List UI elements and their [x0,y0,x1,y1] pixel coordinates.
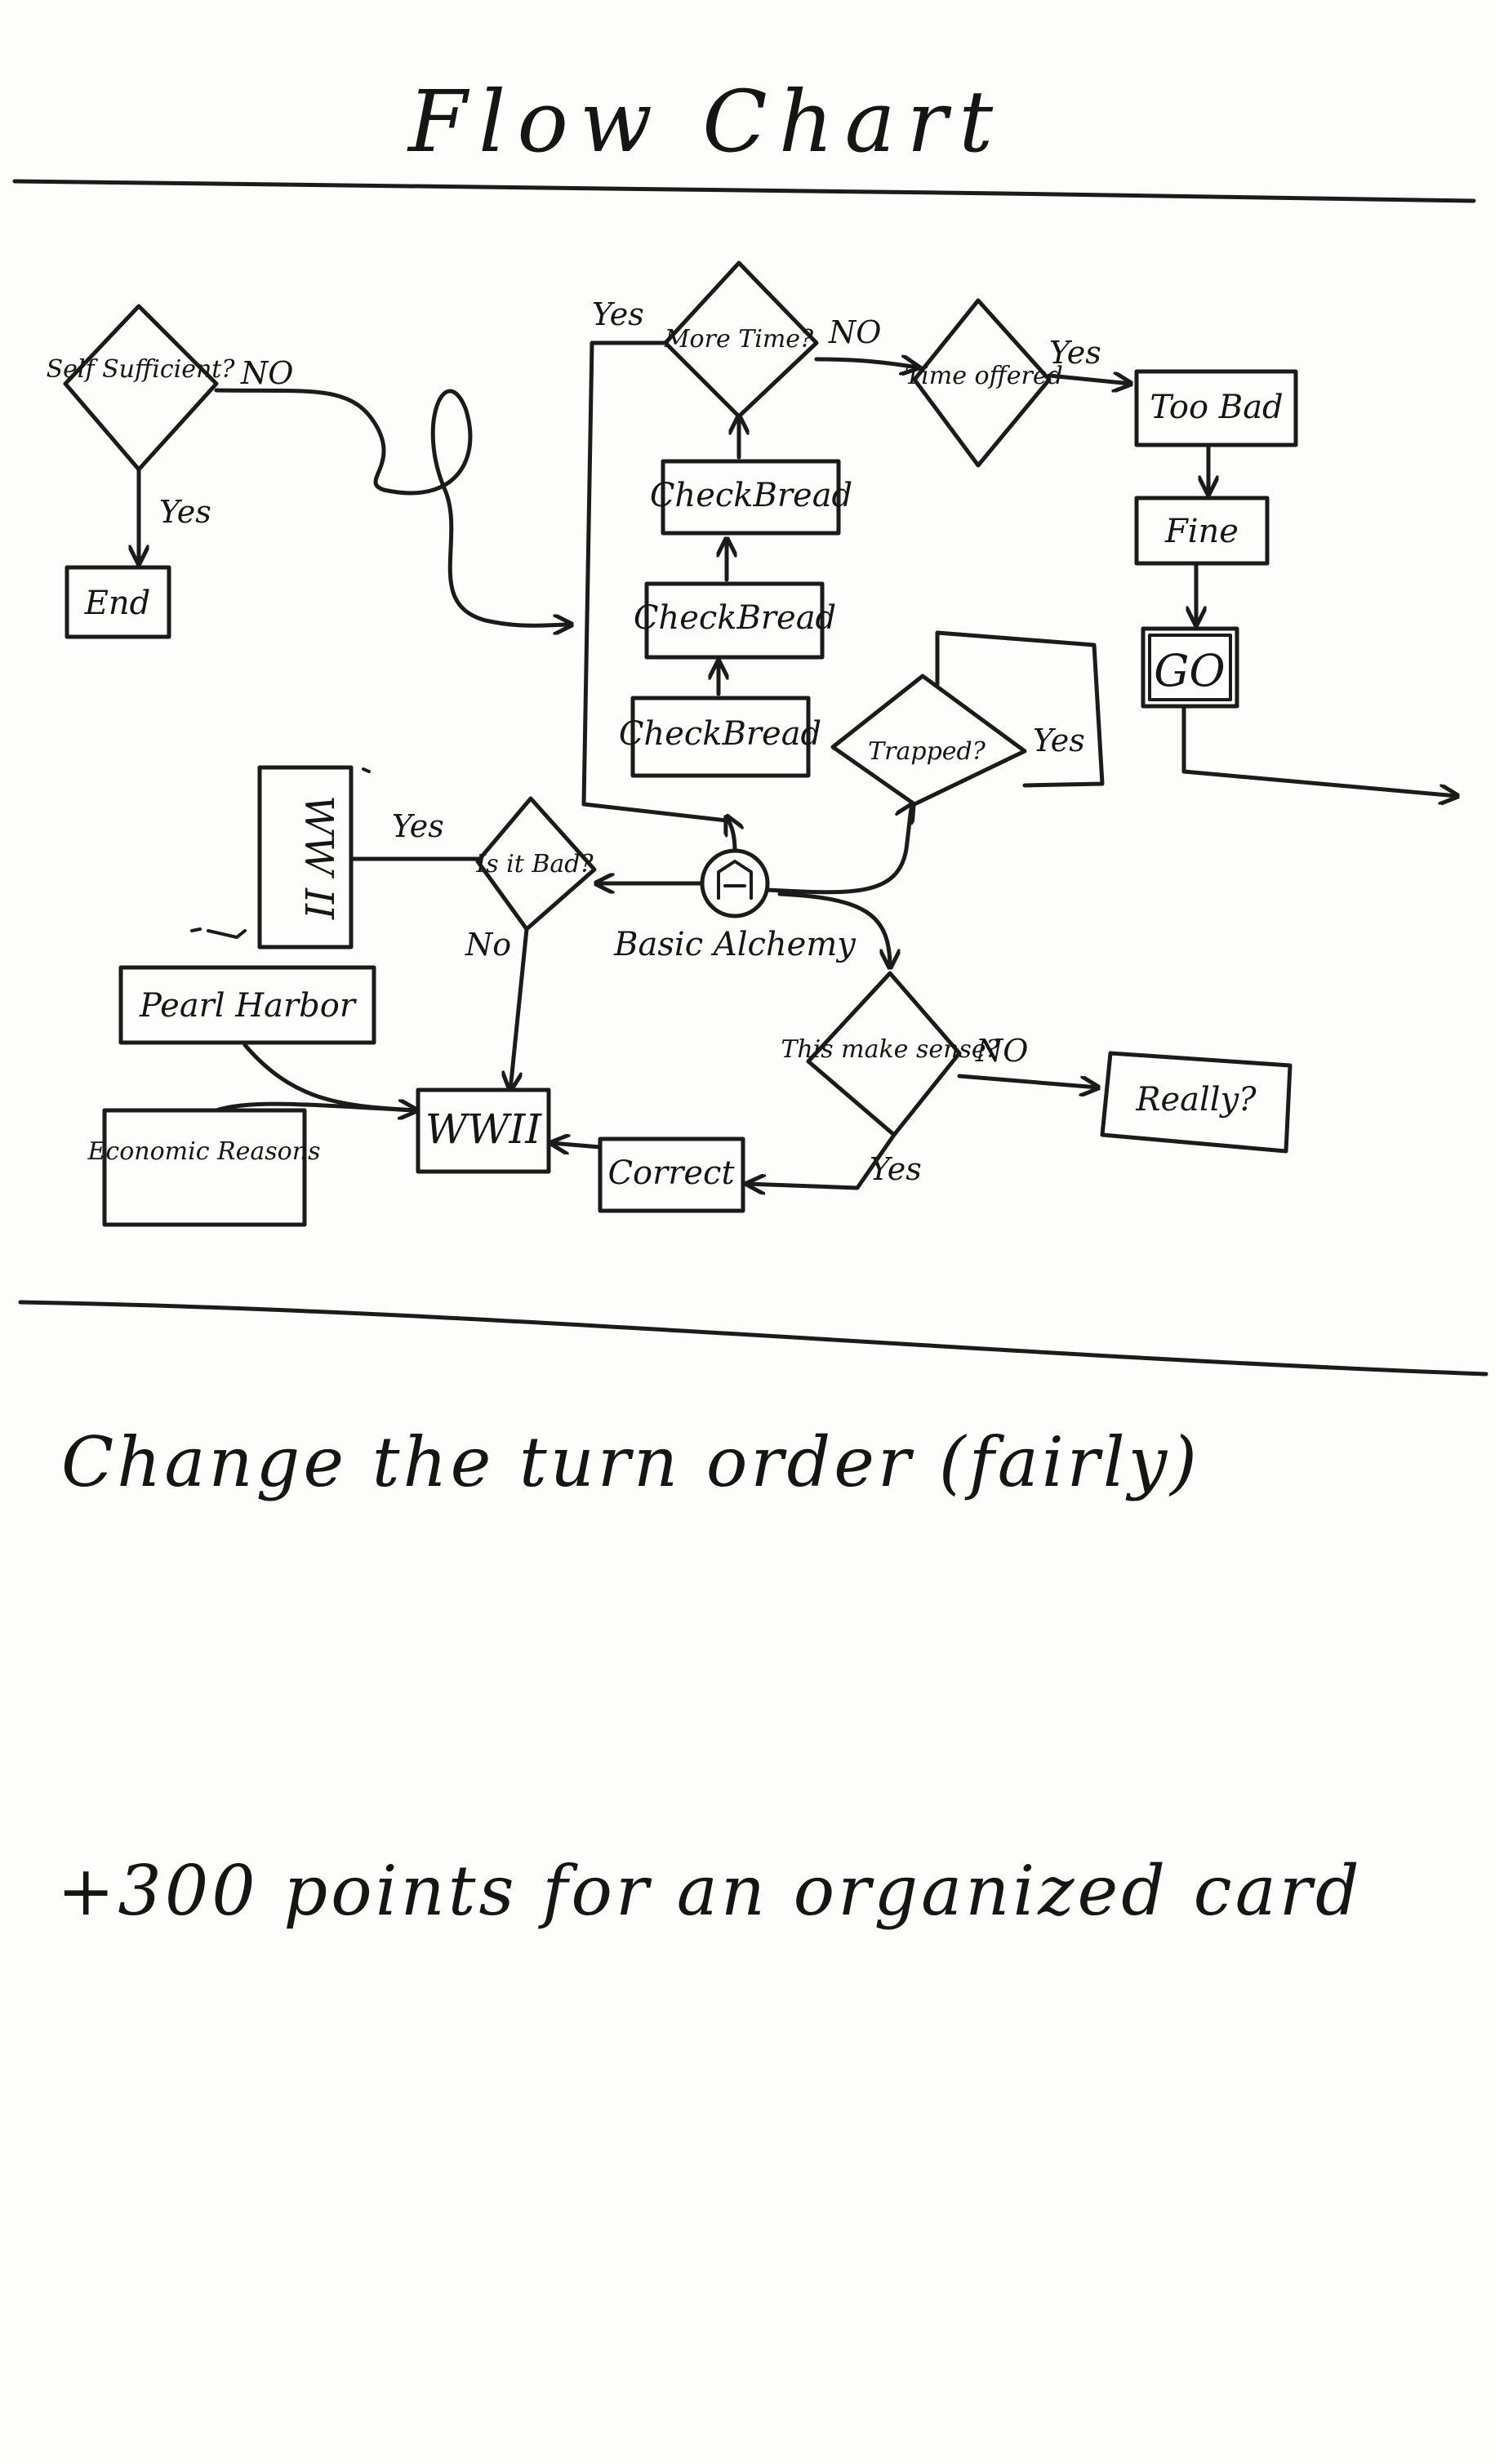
node-fine [1134,496,1270,566]
ink-dot [362,767,371,773]
node-wwii [416,1087,551,1174]
rule-text-turn-order: Change the turn order (fairly) [61,1422,1200,1502]
node-end [65,565,171,639]
node-end-label: End [84,585,151,622]
node-pearl-harbor [118,965,376,1045]
decision-self-sufficient [63,304,219,472]
node-check-bread-bottom [630,696,811,778]
decision-make-sense-label: This make sense? [781,1035,999,1064]
decision-is-it-bad-label: Is it Bad? [475,850,594,878]
card-title: Flow Chart [407,72,1004,171]
edge-more-time-no [814,359,919,367]
decision-time-offered [912,298,1052,468]
edge-self-no-squiggle [214,388,572,625]
edge-sense-yes [747,1132,897,1188]
decision-trapped-label: Trapped? [868,737,986,766]
bottom-divider [18,1300,1488,1377]
node-really-label: Really? [1135,1081,1257,1119]
top-divider [12,179,1476,203]
node-go-label: GO [1154,645,1225,696]
node-check-bread-mid-label: CheckBread [634,599,836,637]
edge-economic-wwii [214,1101,419,1113]
node-check-bread-top [661,459,841,536]
decision-self-sufficient-label: Self Sufficient? [47,355,236,384]
edge-correct-wwii [551,1143,603,1147]
node-check-bread-bottom-label: CheckBread [619,715,821,753]
edge-label-self-no: NO [240,355,293,391]
edge-go-out [1181,706,1457,796]
edge-label-time-offered-yes: Yes [1049,335,1101,371]
decision-more-time-label: More Time? [664,325,814,354]
edge-alchemy-trapped [765,804,913,895]
node-check-bread-top-label: CheckBread [650,477,852,514]
node-pearl-harbor-label: Pearl Harbor [139,987,358,1025]
node-go-inner [1148,634,1232,701]
edge-label-more-time-yes: Yes [592,296,644,332]
edge-alchemy-sense [777,892,890,967]
node-really [1100,1051,1293,1154]
edge-trapped-loop [935,630,1105,788]
edge-label-is-bad-no: No [465,927,511,963]
edge-pearl-wwii [242,1043,416,1110]
edge-alchemy-bread [727,816,735,853]
node-correct-label: Correct [607,1154,735,1192]
node-basic-alchemy-label: Basic Alchemy [613,926,857,963]
node-correct [598,1136,745,1213]
node-wwii-label: WWII [425,1105,543,1153]
node-go [1141,626,1239,709]
edge-label-is-bad-yes: Yes [392,808,444,844]
edge-label-sense-no: NO [975,1033,1028,1069]
edge-label-trapped-yes: Yes [1033,723,1085,758]
edge-sense-no [957,1074,1098,1087]
node-economic-reasons [102,1108,307,1227]
node-ww-ii-vertical [257,765,354,950]
edge-time-offered-yes [1047,376,1131,384]
alchemy-flask-icon [717,860,753,900]
decision-time-offered-label: Time offered [905,362,1063,390]
node-check-bread-mid [644,581,825,660]
edge-more-time-yes-loop [581,340,729,823]
edge-label-more-time-no: NO [828,314,881,350]
ink-scribble [190,927,247,939]
node-too-bad [1134,369,1298,447]
rule-text-points: +300 points for an organized card [57,1851,1363,1931]
edge-label-self-yes: Yes [159,494,211,530]
node-economic-reasons-label: Economic Reasons [87,1137,321,1166]
node-too-bad-label: Too Bad [1150,389,1283,426]
node-fine-label: Fine [1164,513,1239,550]
edge-is-bad-no [510,927,529,1090]
node-ww-ii-vertical-label: WW II [296,795,341,920]
